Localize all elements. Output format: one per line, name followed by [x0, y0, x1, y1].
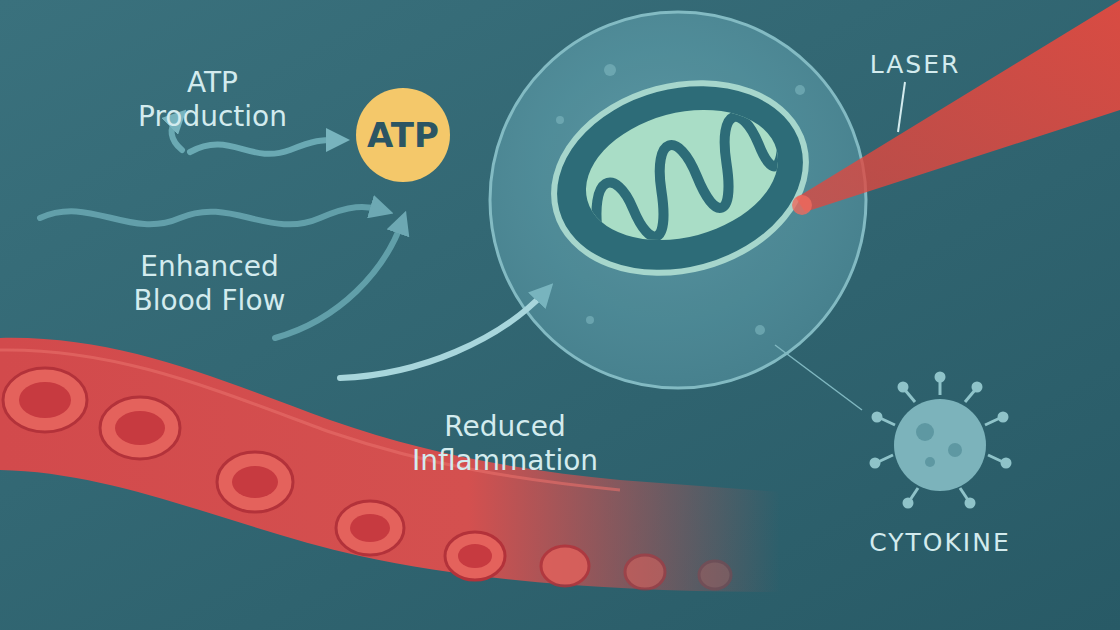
- annotation-label: CYTOKINE: [830, 528, 1050, 558]
- annotation-label: LASER: [845, 50, 985, 80]
- leader-line: [775, 345, 862, 410]
- laser-beam: [792, 0, 1120, 215]
- cell: [490, 12, 866, 388]
- leader-line: [898, 82, 905, 132]
- annotation-label: ATP Production: [120, 66, 305, 133]
- circle-shape: [356, 88, 450, 182]
- annotation-label: Enhanced Blood Flow: [112, 250, 307, 317]
- annotation-label: Reduced Inflammation: [390, 410, 620, 477]
- process-arrows: [40, 118, 545, 378]
- node-label: ATP: [355, 87, 451, 183]
- atp-circle: ATP: [355, 87, 451, 183]
- mitochondrion: [533, 56, 828, 300]
- cytokine-symbol: [871, 373, 1010, 507]
- red-blood-cells: [3, 368, 731, 589]
